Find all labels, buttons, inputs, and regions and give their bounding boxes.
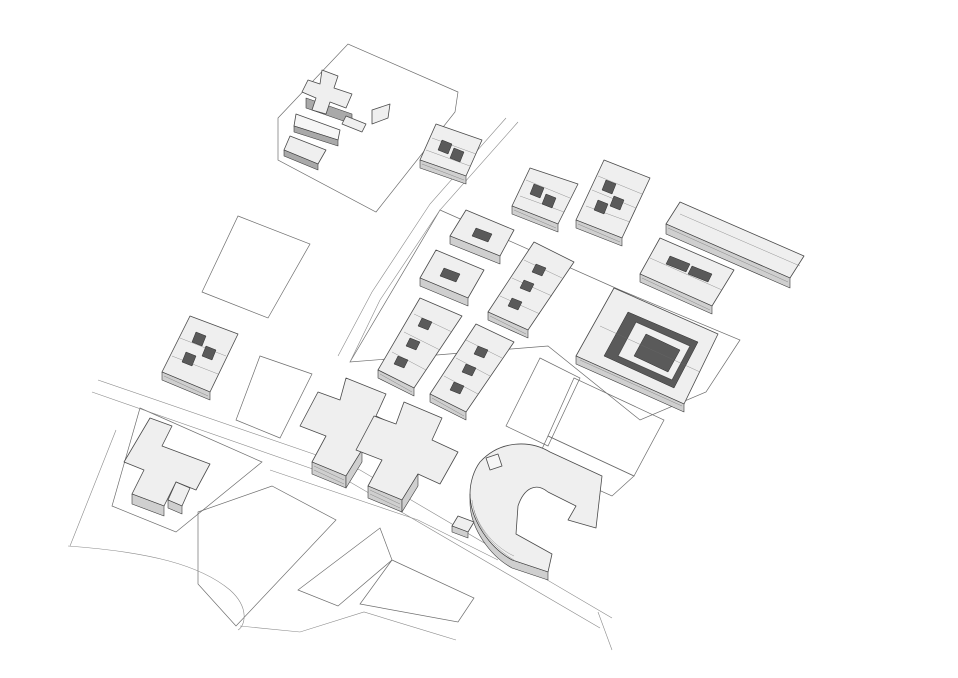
road-south-edge (239, 611, 457, 641)
road-north-spine (349, 121, 519, 363)
parcel-empty-west (235, 355, 313, 439)
parcel-south-c (359, 559, 475, 623)
building-comb-north-3 (575, 159, 651, 247)
building-comb-north-1 (419, 123, 483, 185)
road-east-end (597, 611, 613, 651)
building-church (283, 69, 391, 171)
building-terrace-long (665, 201, 805, 289)
road-secondary (269, 469, 499, 561)
road-west-stub (69, 429, 117, 547)
building-bar-long-3 (429, 323, 515, 421)
parcel-southwest (111, 407, 263, 533)
parcel-south-a (197, 485, 337, 627)
building-bar-long-1 (487, 241, 575, 339)
building-comb-west (161, 315, 239, 401)
building-bar-small-2 (419, 249, 485, 307)
rooftop-pavilion (485, 453, 503, 471)
parcel-empty-northwest (201, 215, 311, 319)
building-southwest-complex (123, 417, 211, 517)
building-comb-north-2 (511, 167, 579, 233)
building-cross-east (355, 401, 459, 513)
parcel-north (277, 43, 459, 213)
parcel-south-b (297, 527, 393, 607)
parcel-east-a (505, 357, 581, 447)
building-bar-small-1 (449, 209, 515, 265)
building-terrace-mid (639, 237, 735, 315)
building-curved-southeast (451, 443, 603, 581)
building-courtyard-ring (575, 287, 719, 413)
road-south-curve (67, 545, 245, 631)
building-bar-long-2 (377, 297, 463, 397)
annex-block-2 (341, 115, 367, 133)
annex-block-3 (371, 103, 391, 125)
